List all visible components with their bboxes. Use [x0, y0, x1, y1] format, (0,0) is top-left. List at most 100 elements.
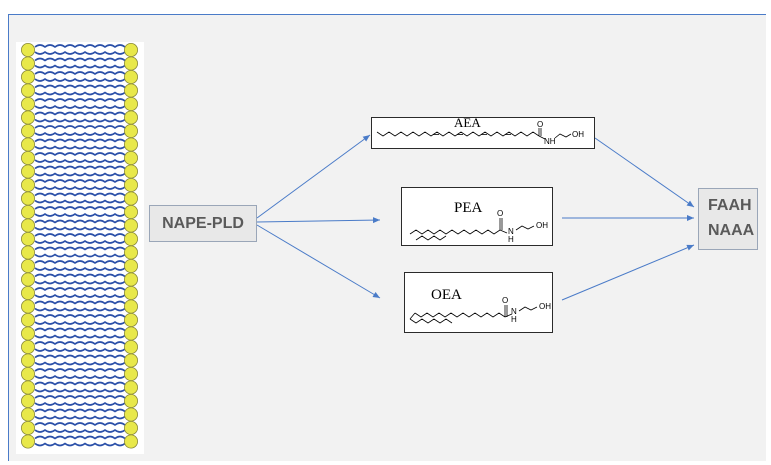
- lipid-head: [124, 110, 139, 125]
- lipid-tail: [34, 442, 126, 447]
- lipid-tail: [34, 91, 126, 96]
- lipid-head: [124, 191, 139, 206]
- lipid-head: [20, 339, 35, 354]
- lipid-head: [124, 56, 139, 71]
- lipid-head: [20, 137, 35, 152]
- lipid-tail: [34, 253, 126, 258]
- oea-hydrogen-label: H: [511, 315, 517, 324]
- lipid-bilayer-membrane: [16, 42, 144, 454]
- lipid-tail: [34, 138, 126, 143]
- lipid-tail: [34, 354, 126, 359]
- lipid-tail: [34, 408, 126, 413]
- oea-molecule: O N H OH OEA: [404, 272, 553, 333]
- lipid-tail: [34, 84, 126, 89]
- lipid-head: [124, 177, 139, 192]
- lipid-head: [20, 110, 35, 125]
- lipid-tail: [34, 415, 126, 420]
- lipid-tail: [34, 401, 126, 406]
- lipid-tail: [34, 50, 126, 55]
- lipid-head: [20, 70, 35, 85]
- degrading-enzymes-box: FAAH NAAA: [698, 188, 758, 250]
- aea-molecule: O NH OH AEA: [371, 115, 595, 149]
- lipid-tail: [34, 280, 126, 285]
- lipid-tail: [34, 368, 126, 373]
- lipid-head: [124, 326, 139, 341]
- lipid-tail: [34, 307, 126, 312]
- lipid-head: [20, 312, 35, 327]
- lipid-head: [124, 83, 139, 98]
- lipid-head: [124, 245, 139, 260]
- lipid-tail: [34, 192, 126, 197]
- aea-hydroxyl-label: OH: [572, 130, 584, 139]
- lipid-head: [124, 434, 139, 449]
- lipid-head: [20, 231, 35, 246]
- lipid-tail: [34, 206, 126, 211]
- lipid-head: [20, 353, 35, 368]
- lipid-tail: [34, 327, 126, 332]
- lipid-tail: [34, 118, 126, 123]
- lipid-head: [124, 124, 139, 139]
- arrow-aea-to-faah: [594, 137, 695, 208]
- aea-structure: O NH OH: [376, 120, 584, 146]
- lipid-tail: [34, 320, 126, 325]
- pea-structure: O N H OH: [409, 209, 548, 244]
- lipid-head: [124, 420, 139, 435]
- arrow-nape-to-aea: [256, 134, 371, 219]
- lipid-tail: [34, 145, 126, 150]
- lipid-tail: [34, 226, 126, 231]
- lipid-tail: [34, 388, 126, 393]
- lipid-head: [124, 299, 139, 314]
- lipid-tail: [34, 125, 126, 130]
- lipid-head: [20, 326, 35, 341]
- lipid-tail: [34, 314, 126, 319]
- nape-pld-enzyme-box: NAPE-PLD: [149, 205, 257, 242]
- lipid-tail: [34, 98, 126, 103]
- lipid-tail: [34, 246, 126, 251]
- lipid-tail: [34, 172, 126, 177]
- pea-molecule: O N H OH PEA: [401, 187, 553, 246]
- lipid-head: [20, 420, 35, 435]
- lipid-head: [124, 380, 139, 395]
- lipid-head: [124, 353, 139, 368]
- lipid-head: [20, 83, 35, 98]
- lipid-tail: [34, 273, 126, 278]
- lipid-head: [124, 272, 139, 287]
- lipid-head: [20, 380, 35, 395]
- oea-name: OEA: [431, 287, 462, 303]
- lipid-tail: [34, 334, 126, 339]
- oea-hydroxyl-label: OH: [539, 302, 551, 311]
- lipid-head: [20, 124, 35, 139]
- lipid-tail: [34, 57, 126, 62]
- pea-oxygen-label: O: [497, 209, 503, 218]
- lipid-head: [20, 285, 35, 300]
- lipid-head: [124, 231, 139, 246]
- pea-nitrogen-label: N: [508, 227, 514, 236]
- lipid-head: [124, 407, 139, 422]
- pea-hydroxyl-label: OH: [536, 221, 548, 230]
- lipid-head: [124, 285, 139, 300]
- lipid-head: [124, 312, 139, 327]
- lipid-tail: [34, 71, 126, 76]
- lipid-head: [124, 366, 139, 381]
- pea-name: PEA: [454, 200, 483, 216]
- lipid-head: [20, 43, 35, 58]
- lipid-tail: [34, 435, 126, 440]
- lipid-head: [124, 97, 139, 112]
- lipid-head: [124, 164, 139, 179]
- oea-oxygen-label: O: [502, 296, 508, 305]
- lipid-head: [124, 204, 139, 219]
- lipid-tail: [34, 158, 126, 163]
- lipid-head: [20, 245, 35, 260]
- lipid-tail: [34, 293, 126, 298]
- lipid-head: [20, 218, 35, 233]
- lipid-tail: [34, 347, 126, 352]
- lipid-tail: [34, 212, 126, 217]
- lipid-head: [20, 393, 35, 408]
- arrow-nape-to-pea: [256, 217, 381, 224]
- lipid-head: [124, 218, 139, 233]
- lipid-head: [124, 258, 139, 273]
- lipid-tail: [34, 300, 126, 305]
- lipid-tail: [34, 361, 126, 366]
- lipid-tail: [34, 152, 126, 157]
